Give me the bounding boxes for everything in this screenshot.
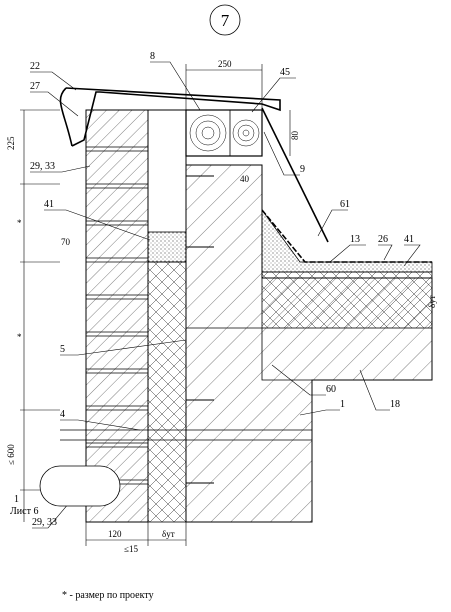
dim-225: 225 [6,136,16,150]
dim-star-2: * [17,332,22,342]
reference-text-line-2: Лист 6 [10,506,38,517]
roof-membrane [261,208,433,273]
label-61: 61 [340,199,350,210]
left-dimension-chain [20,109,60,522]
label-18: 18 [390,399,400,410]
dim-120: 120 [108,529,122,539]
dim-15: ≤15 [124,544,138,554]
dim-80: 80 [290,131,300,141]
top-dimension [185,64,291,156]
dim-insul: δут [162,529,175,539]
dim-star-1: * [17,218,22,228]
label-22: 22 [30,61,40,72]
label-13: 13 [350,234,360,245]
label-26: 26 [378,234,388,245]
label-29-33-bottom: 29, 33 [32,517,57,528]
label-60: 60 [326,384,336,395]
label-29-33-top: 29, 33 [30,161,55,172]
timber-block [185,109,263,157]
label-8: 8 [150,51,155,62]
label-9: 9 [300,164,305,175]
label-5: 5 [60,344,65,355]
mortar-band [147,231,187,263]
footnote: * - размер по проекту [62,590,154,601]
dim-insul-right: δут [427,295,437,308]
dim-40: 40 [240,174,250,184]
detail-number-text: 7 [221,11,230,30]
label-41-right: 41 [404,234,414,245]
label-1: 1 [340,399,345,410]
dim-70: 70 [61,237,71,247]
reference-text-line-1: 1 [14,494,19,505]
label-4: 4 [60,409,65,420]
label-45: 45 [280,67,290,78]
reference-bubble [39,465,121,507]
label-27: 27 [30,81,40,92]
anchors [186,175,214,484]
metal-coping [59,87,281,147]
dim-250: 250 [218,59,232,69]
dim-600: ≤ 600 [6,444,16,465]
concrete-wall [185,164,433,523]
bottom-dimension [85,522,187,546]
break-lines [60,429,312,441]
label-41-left: 41 [44,199,54,210]
wall-insulation [147,261,187,523]
detail-number-marker: 7 [209,4,241,36]
